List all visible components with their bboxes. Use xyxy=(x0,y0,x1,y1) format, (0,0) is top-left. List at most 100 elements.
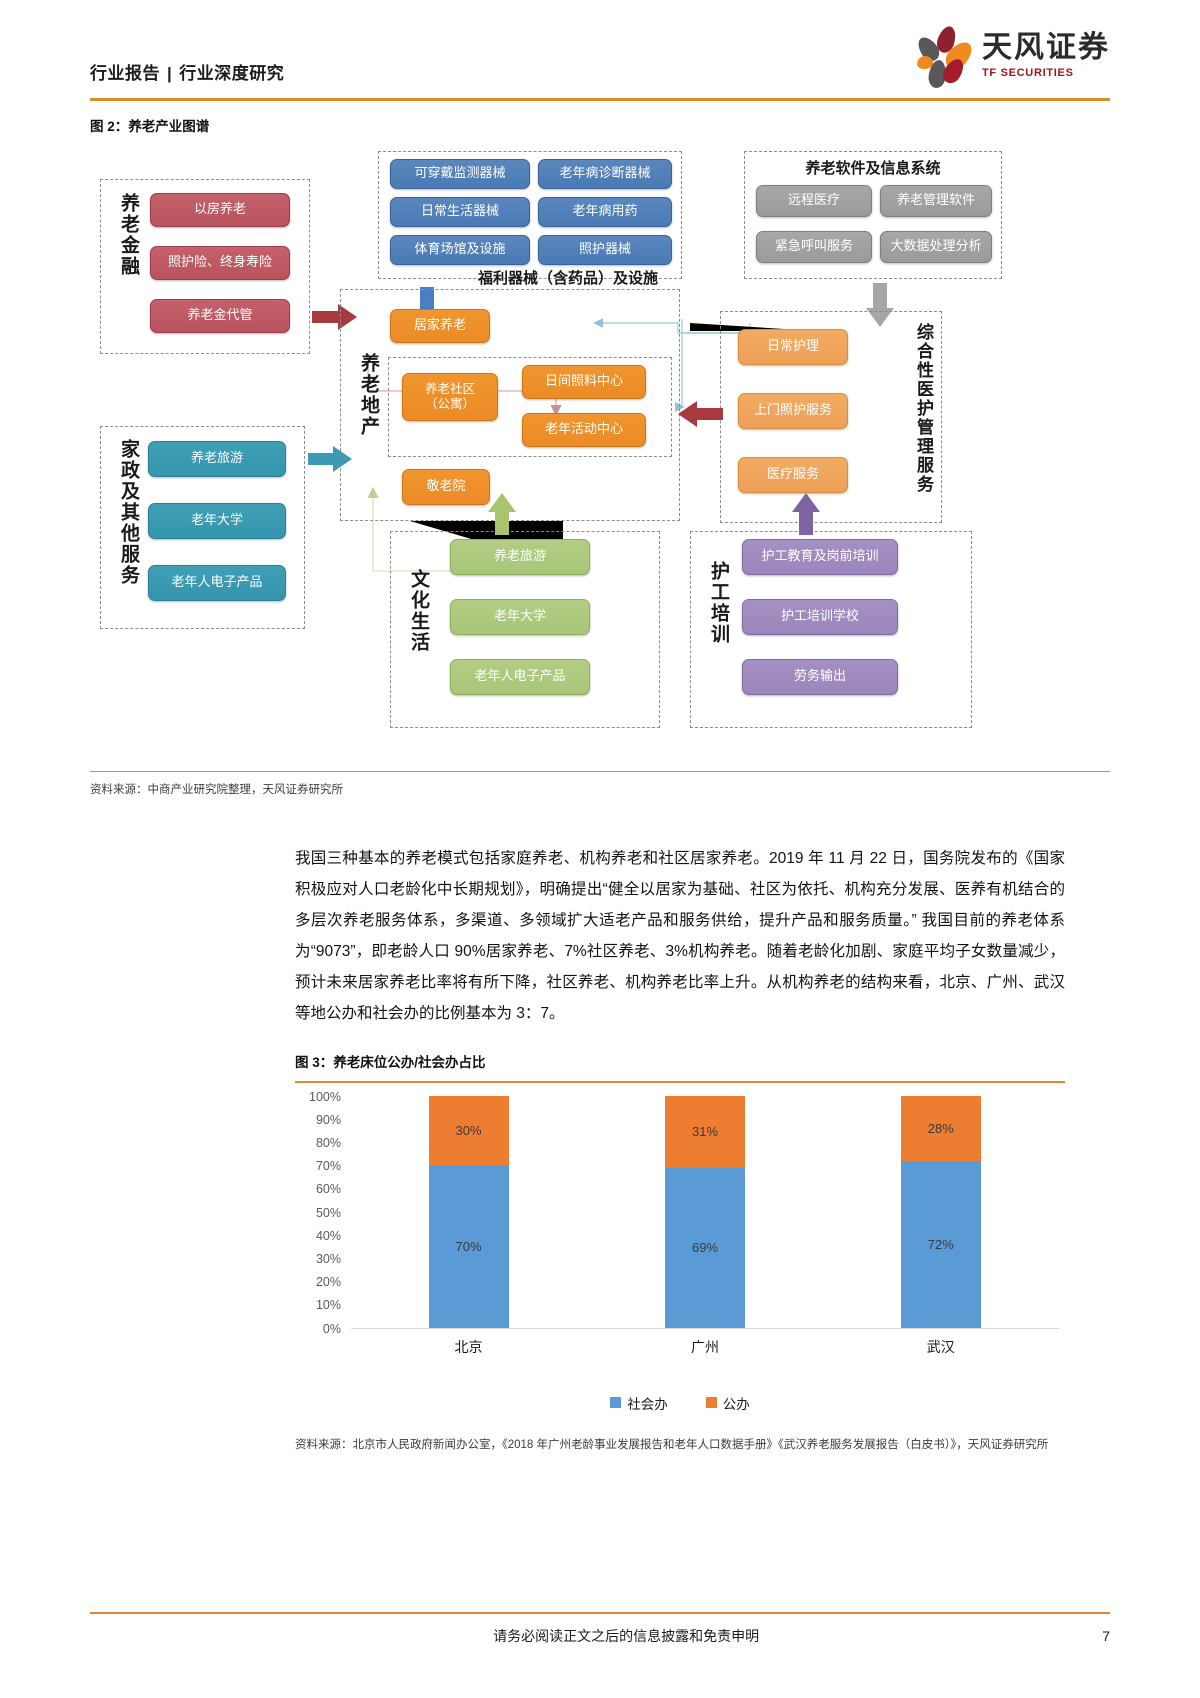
body-paragraph: 我国三种基本的养老模式包括家庭养老、机构养老和社区居家养老。2019 年 11 … xyxy=(295,850,1065,1023)
arrow-training-to-medical xyxy=(792,492,820,535)
node-community-1[interactable]: 日间照料中心 xyxy=(522,364,646,399)
group-housekeeping-label: 家政及其他服务 xyxy=(118,438,139,586)
segment-social-武汉[interactable]: 72% xyxy=(900,1160,981,1328)
group-training xyxy=(690,530,972,728)
node-housekeeping-1[interactable]: 老年大学 xyxy=(148,502,286,539)
segment-social-广州[interactable]: 69% xyxy=(665,1167,745,1328)
legend-label-1: 公办 xyxy=(722,1396,750,1412)
node-software-1[interactable]: 养老管理软件 xyxy=(880,184,992,217)
header-title-left: 行业报告 xyxy=(90,64,160,83)
group-housekeeping xyxy=(100,425,305,629)
page-number: 7 xyxy=(1102,1628,1110,1644)
node-medical-0[interactable]: 日常护理 xyxy=(738,328,848,365)
node-software-0[interactable]: 远程医疗 xyxy=(756,184,872,217)
group-equipment xyxy=(378,150,682,279)
figure3-caption: 图 3：养老床位公办/社会办占比 xyxy=(295,1055,486,1071)
y-tick-6: 60% xyxy=(315,1182,341,1197)
node-equipment-2[interactable]: 日常生活器械 xyxy=(390,196,530,227)
node-equipment-4[interactable]: 体育场馆及设施 xyxy=(390,234,530,265)
node-software-2[interactable]: 紧急呼叫服务 xyxy=(756,230,872,263)
figure2-caption: 图 2：养老产业图谱 xyxy=(90,118,210,134)
node-culture-2[interactable]: 老年人电子产品 xyxy=(450,658,590,695)
node-nursing-home[interactable]: 敬老院 xyxy=(402,468,490,505)
header-divider xyxy=(90,98,1110,101)
node-community-2[interactable]: 老年活动中心 xyxy=(522,412,646,447)
x-label-1: 广州 xyxy=(691,1338,719,1355)
group-culture xyxy=(390,530,660,728)
node-community-0-label: 养老社区 （公寓） xyxy=(424,382,475,411)
node-equipment-3[interactable]: 老年病用药 xyxy=(538,196,672,227)
legend-label-0: 社会办 xyxy=(627,1396,668,1412)
logo-text: 天风证券 TF SECURITIES xyxy=(982,30,1110,80)
node-housekeeping-2[interactable]: 老年人电子产品 xyxy=(148,564,286,601)
figure3-source: 资料来源：北京市人民政府新闻办公室，《2018 年广州老龄事业发展报告和老年人口… xyxy=(295,1438,1049,1451)
y-tick-5: 50% xyxy=(315,1205,341,1220)
x-label-2: 武汉 xyxy=(926,1338,955,1355)
chart-plot-area: 30%70% 31%69% 28%72% xyxy=(351,1095,1059,1329)
node-medical-2[interactable]: 医疗服务 xyxy=(738,456,848,493)
arrow-housekeeping-to-realestate xyxy=(308,445,352,472)
legend-item-0[interactable]: 社会办 xyxy=(610,1393,668,1413)
bar-广州[interactable]: 31%69% xyxy=(665,1095,745,1328)
node-training-2[interactable]: 劳务输出 xyxy=(742,658,898,695)
group-equipment-title: 福利器械（含药品）及设施 xyxy=(477,269,658,287)
group-community xyxy=(388,356,672,457)
node-housekeeping-0[interactable]: 养老旅游 xyxy=(148,440,286,477)
y-tick-9: 90% xyxy=(315,1112,341,1127)
chart-legend: 社会办 公办 xyxy=(295,1393,1065,1413)
bar-北京[interactable]: 30%70% xyxy=(428,1095,509,1328)
bar-武汉[interactable]: 28%72% xyxy=(900,1095,981,1328)
header-title-right: 行业深度研究 xyxy=(179,64,285,83)
node-finance-0[interactable]: 以房养老 xyxy=(150,192,290,227)
y-tick-0: 0% xyxy=(322,1321,341,1336)
segment-public-广州[interactable]: 31% xyxy=(665,1095,745,1168)
x-label-0: 北京 xyxy=(454,1338,483,1355)
header-title: 行业报告 | 行业深度研究 xyxy=(90,59,284,92)
legend-item-1[interactable]: 公办 xyxy=(705,1393,750,1413)
group-medical-label: 综合性医护管理服务 xyxy=(914,322,933,494)
arrow-finance-to-realestate xyxy=(312,303,357,330)
segment-public-武汉[interactable]: 28% xyxy=(900,1095,981,1161)
figure2-diagram: 养老金融 以房养老 照护险、终身寿险 养老金代管 可穿戴监测器械 老年病诊断器械… xyxy=(90,141,1110,761)
node-equipment-0[interactable]: 可穿戴监测器械 xyxy=(390,158,530,189)
node-training-1[interactable]: 护工培训学校 xyxy=(742,598,898,635)
node-medical-1[interactable]: 上门照护服务 xyxy=(738,392,848,429)
arrow-medical-to-realestate xyxy=(678,400,723,427)
node-equipment-1[interactable]: 老年病诊断器械 xyxy=(538,158,672,189)
legend-swatch-public xyxy=(705,1397,717,1409)
y-tick-2: 20% xyxy=(315,1275,341,1290)
group-software xyxy=(744,150,1002,279)
node-culture-1[interactable]: 老年大学 xyxy=(450,598,590,635)
node-finance-2[interactable]: 养老金代管 xyxy=(150,298,290,333)
chart-x-axis: 北京 广州 武汉 xyxy=(351,1337,1059,1363)
logo-name-cn: 天风证券 xyxy=(982,30,1110,65)
node-training-0[interactable]: 护工教育及岗前培训 xyxy=(742,538,898,575)
header-title-separator: | xyxy=(167,64,173,83)
page-header: 行业报告 | 行业深度研究 天风证券 TF SECURITIES xyxy=(90,0,1110,92)
arrow-culture-to-realestate xyxy=(488,492,516,535)
group-software-title: 养老软件及信息系统 xyxy=(805,159,941,177)
logo-name-en: TF SECURITIES xyxy=(982,67,1074,79)
group-culture-label: 文化生活 xyxy=(408,568,429,653)
node-finance-1[interactable]: 照护险、终身寿险 xyxy=(150,245,290,280)
y-tick-7: 70% xyxy=(315,1159,341,1174)
group-realestate xyxy=(340,288,680,521)
segment-social-北京[interactable]: 70% xyxy=(428,1165,509,1328)
group-realestate-label: 养老地产 xyxy=(358,352,379,437)
y-tick-10: 100% xyxy=(309,1089,341,1104)
stacked-bar-chart: 100% 90% 80% 70% 60% 50% 40% 30% 20% 10%… xyxy=(295,1090,1065,1359)
node-equipment-5[interactable]: 照护器械 xyxy=(538,234,672,265)
node-software-3[interactable]: 大数据处理分析 xyxy=(880,230,992,263)
y-tick-3: 30% xyxy=(315,1252,341,1267)
footer-divider xyxy=(90,1612,1110,1614)
node-homecare[interactable]: 居家养老 xyxy=(390,308,490,343)
y-tick-8: 80% xyxy=(315,1136,341,1151)
node-community-0[interactable]: 养老社区 （公寓） xyxy=(402,372,498,421)
segment-public-北京[interactable]: 30% xyxy=(428,1095,509,1166)
y-tick-1: 10% xyxy=(315,1298,341,1313)
figure3-block: 图 3：养老床位公办/社会办占比 100% 90% 80% 70% 60% 50… xyxy=(295,1051,1065,1456)
node-culture-0[interactable]: 养老旅游 xyxy=(450,538,590,575)
group-finance-label: 养老金融 xyxy=(118,192,139,277)
chart-y-axis: 100% 90% 80% 70% 60% 50% 40% 30% 20% 10%… xyxy=(295,1090,347,1336)
